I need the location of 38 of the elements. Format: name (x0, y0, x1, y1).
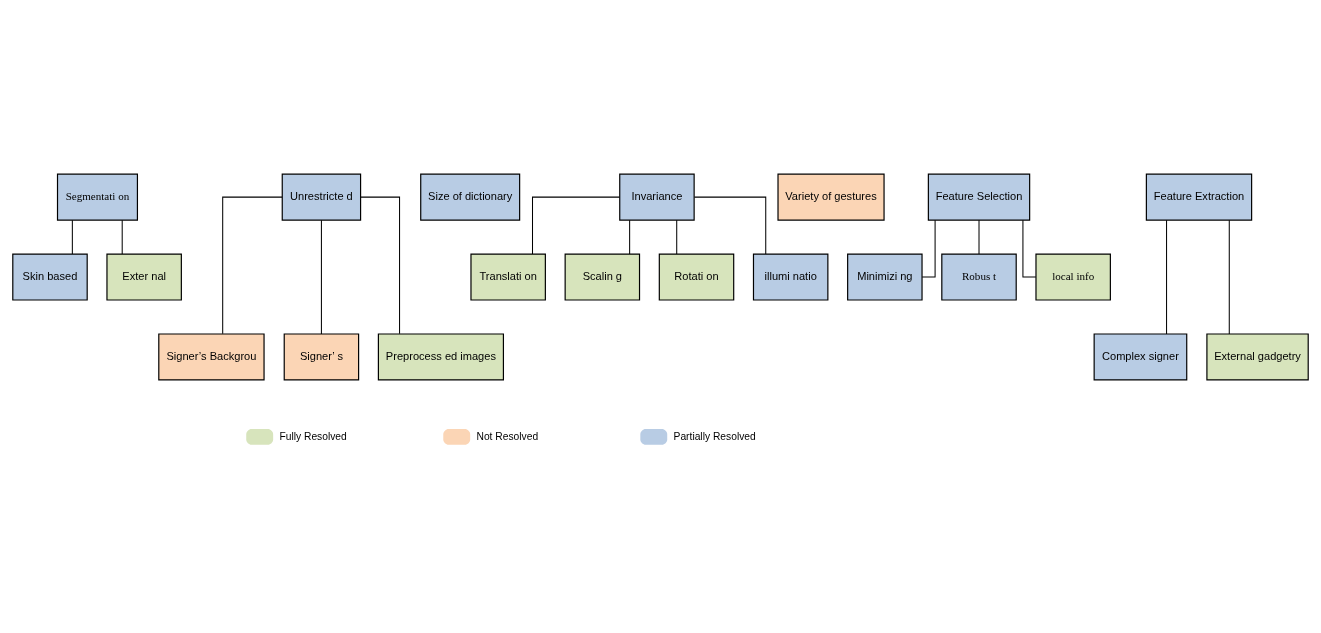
connector (71, 219, 73, 254)
node-box: Robus t (941, 253, 1017, 301)
legend-label: Partially Resolved (673, 430, 756, 442)
node-box: Signer’ s (283, 332, 360, 380)
connector (921, 219, 936, 278)
node-box: local info (1035, 253, 1111, 301)
node-box: Segmentati on (56, 173, 139, 221)
node-box: Variety of gestures (777, 173, 885, 221)
node-box: Skin based (12, 253, 88, 301)
legend-label: Not Resolved (476, 430, 539, 442)
node-box: Scalin g (564, 253, 641, 301)
node-box: Feature Extraction (1145, 173, 1253, 221)
node-box: Translati on (470, 253, 546, 301)
connector (320, 219, 322, 334)
node-box: Complex signer (1093, 332, 1188, 380)
node-box: Feature Selection (927, 173, 1031, 221)
node-box: Unrestricte d (281, 173, 362, 221)
connector (1022, 219, 1037, 278)
connector (676, 219, 678, 254)
connector (978, 219, 980, 254)
node-box: Preprocess ed images (377, 332, 504, 380)
node-box: Size of dictionary (420, 173, 521, 221)
node-box: Minimizi ng (847, 253, 923, 301)
connector (222, 196, 283, 334)
connector (1228, 219, 1230, 334)
node-box: Signer’s Backgrou (158, 332, 265, 380)
connector (360, 196, 401, 334)
connector (121, 219, 123, 254)
connector (629, 219, 631, 254)
node-box: Invariance (619, 173, 695, 221)
legend-label: Fully Resolved (279, 430, 347, 442)
node-box: Exter nal (106, 253, 182, 301)
connector (1166, 219, 1168, 334)
node-box: illumi natio (752, 253, 829, 301)
connector (693, 196, 767, 254)
node-box: Rotati on (658, 253, 735, 301)
node-box: External gadgetry (1206, 332, 1309, 380)
connector (532, 196, 621, 254)
